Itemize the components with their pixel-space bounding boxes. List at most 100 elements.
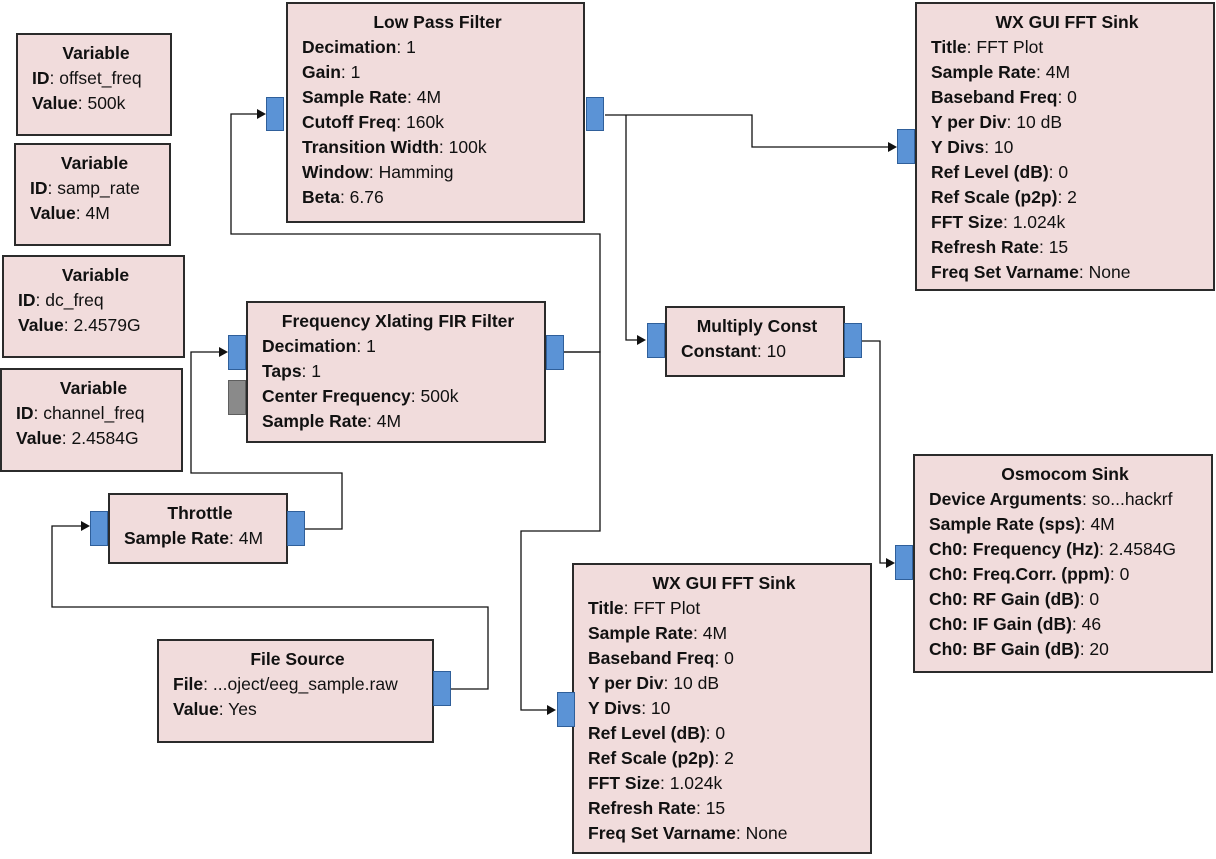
wire-xlating-to-fft-bottom	[520, 351, 601, 711]
prop-value: Hamming	[378, 162, 454, 182]
lpf-output-port[interactable]	[586, 97, 604, 131]
fft-sink-bottom-block[interactable]: WX GUI FFT Sink Title: FFT Plot Sample R…	[572, 563, 872, 854]
block-prop: Baseband Freq: 0	[931, 87, 1077, 107]
prop-key: Beta	[302, 187, 340, 207]
throttle-output-port[interactable]	[287, 511, 305, 546]
block-prop: ID: dc_freq	[18, 290, 104, 310]
prop-key: Window	[302, 162, 369, 182]
prop-key: Y Divs	[588, 698, 642, 718]
throttle-input-port[interactable]	[90, 511, 108, 546]
block-prop: File: ...oject/eeg_sample.raw	[173, 674, 398, 694]
prop-value: 0	[724, 648, 734, 668]
prop-key: Sample Rate (sps)	[929, 514, 1081, 534]
block-title: Throttle	[167, 503, 233, 523]
prop-key: Decimation	[262, 336, 357, 356]
prop-value: 15	[705, 798, 726, 818]
prop-key: Sample Rate	[931, 62, 1037, 82]
prop-value: 1	[406, 37, 416, 57]
block-prop: Title: FFT Plot	[588, 598, 701, 618]
prop-key: Ch0: RF Gain (dB)	[929, 589, 1080, 609]
throttle-block[interactable]: Throttle Sample Rate: 4M	[108, 493, 288, 564]
prop-value: 0	[1067, 87, 1077, 107]
block-prop: Freq Set Varname: None	[931, 262, 1131, 282]
prop-key: Center Frequency	[262, 386, 411, 406]
prop-key: Refresh Rate	[588, 798, 696, 818]
file-source-block[interactable]: File Source File: ...oject/eeg_sample.ra…	[157, 639, 434, 743]
block-prop: FFT Size: 1.024k	[588, 773, 723, 793]
multiply-const-block[interactable]: Multiply Const Constant: 10	[665, 306, 845, 377]
low-pass-filter-block[interactable]: Low Pass Filter Decimation: 1 Gain: 1 Sa…	[286, 2, 585, 223]
variable-block-dc-freq[interactable]: Variable ID: dc_freq Value: 2.4579G	[2, 255, 185, 358]
prop-value: 0	[715, 723, 726, 743]
lpf-input-port[interactable]	[266, 97, 284, 131]
prop-value: channel_freq	[43, 403, 145, 423]
prop-value: 4M	[85, 203, 110, 223]
file-source-output-port[interactable]	[433, 671, 451, 706]
prop-value: samp_rate	[57, 178, 140, 198]
prop-value: 4M	[702, 623, 728, 643]
arrow-head	[886, 558, 895, 568]
fft-sink-bottom-input-port[interactable]	[557, 692, 575, 727]
block-title: Variable	[62, 43, 130, 63]
prop-key: Freq Set Varname	[931, 262, 1079, 282]
prop-key: Baseband Freq	[588, 648, 715, 668]
block-title: Osmocom Sink	[1001, 464, 1129, 484]
prop-key: Ch0: IF Gain (dB)	[929, 614, 1072, 634]
prop-key: Ch0: Frequency (Hz)	[929, 539, 1100, 559]
arrow-head	[888, 142, 897, 152]
xlating-output-port[interactable]	[546, 335, 564, 370]
prop-key: ID	[18, 290, 36, 310]
prop-key: Title	[931, 37, 967, 57]
prop-key: Ref Scale (p2p)	[931, 187, 1058, 207]
prop-value: 2.4584G	[1108, 539, 1177, 559]
block-prop: Value: Yes	[173, 699, 257, 719]
prop-value: None	[745, 823, 788, 843]
prop-key: Y per Div	[588, 673, 664, 693]
block-prop: Ch0: BF Gain (dB): 20	[929, 639, 1109, 659]
xlating-message-port[interactable]	[228, 380, 246, 415]
block-prop: Ref Scale (p2p): 2	[588, 748, 734, 768]
prop-key: Value	[16, 428, 62, 448]
prop-value: 160k	[406, 112, 444, 132]
block-prop: ID: samp_rate	[30, 178, 140, 198]
multiply-input-port[interactable]	[647, 323, 665, 358]
variable-block-samp-rate[interactable]: Variable ID: samp_rate Value: 4M	[14, 143, 171, 246]
prop-value: 4M	[238, 528, 264, 548]
block-prop: Ref Level (dB): 0	[588, 723, 726, 743]
variable-block-channel-freq[interactable]: Variable ID: channel_freq Value: 2.4584G	[0, 368, 183, 472]
block-prop: Value: 4M	[30, 203, 110, 223]
prop-key: Value	[32, 93, 78, 113]
prop-value: 500k	[87, 93, 126, 113]
prop-key: Freq Set Varname	[588, 823, 736, 843]
fft-sink-top-input-port[interactable]	[897, 129, 915, 164]
block-prop: Ch0: RF Gain (dB): 0	[929, 589, 1100, 609]
prop-value: 10	[993, 137, 1014, 157]
prop-value: 2.4584G	[71, 428, 139, 448]
xlating-fir-filter-block[interactable]: Frequency Xlating FIR Filter Decimation:…	[246, 301, 546, 443]
osmocom-input-port[interactable]	[895, 545, 913, 580]
prop-value: 2.4579G	[73, 315, 141, 335]
fft-sink-top-block[interactable]: WX GUI FFT Sink Title: FFT Plot Sample R…	[915, 2, 1215, 291]
prop-key: Y per Div	[931, 112, 1007, 132]
block-prop: Beta: 6.76	[302, 187, 384, 207]
block-title: WX GUI FFT Sink	[652, 573, 796, 593]
prop-key: Device Arguments	[929, 489, 1083, 509]
block-prop: Ref Level (dB): 0	[931, 162, 1069, 182]
prop-value: 0	[1119, 564, 1130, 584]
block-prop: Taps: 1	[262, 361, 322, 381]
block-title: Frequency Xlating FIR Filter	[281, 311, 515, 331]
prop-key: ID	[16, 403, 34, 423]
block-prop: Sample Rate: 4M	[262, 411, 402, 431]
xlating-input-port[interactable]	[228, 335, 246, 370]
prop-key: Constant	[681, 341, 757, 361]
wire-file-to-throttle	[51, 525, 489, 690]
block-title: File Source	[250, 649, 345, 669]
variable-block-offset-freq[interactable]: Variable ID: offset_freq Value: 500k	[16, 33, 172, 136]
prop-value: ...oject/eeg_sample.raw	[212, 674, 398, 694]
prop-value: 4M	[376, 411, 402, 431]
multiply-output-port[interactable]	[844, 323, 862, 358]
block-prop: Decimation: 1	[302, 37, 416, 57]
osmocom-sink-block[interactable]: Osmocom Sink Device Arguments: so...hack…	[913, 454, 1213, 673]
block-prop: Value: 2.4584G	[16, 428, 139, 448]
prop-value: 500k	[420, 386, 459, 406]
